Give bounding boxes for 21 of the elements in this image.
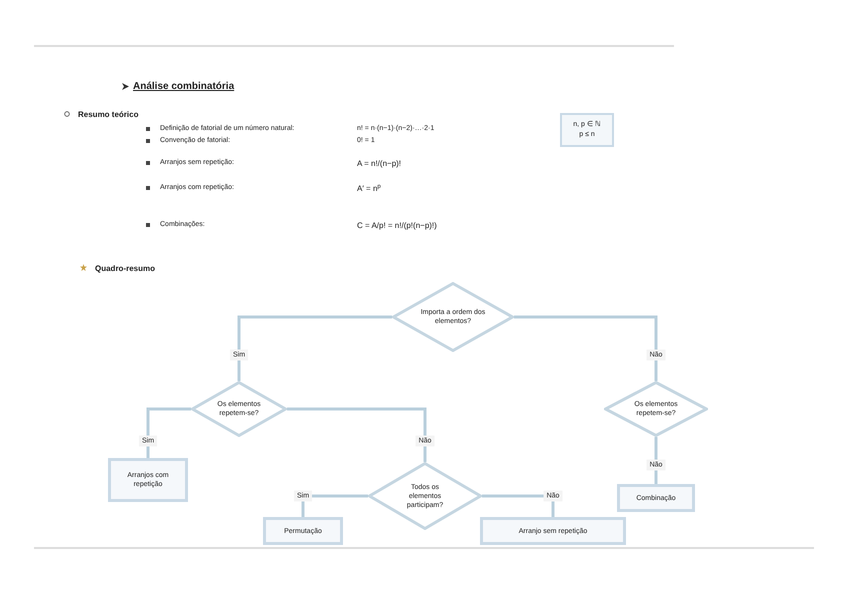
connector xyxy=(482,494,554,517)
decision-diamond xyxy=(604,381,708,437)
process-box xyxy=(617,484,695,512)
process-box xyxy=(480,517,626,545)
decision-diamond xyxy=(392,282,514,352)
section-title: Análise combinatória xyxy=(133,80,234,94)
subheading: Quadro-resumo xyxy=(95,263,156,275)
connector xyxy=(514,316,658,381)
formula: C = A/p! = n!/(p!(n−p)!) xyxy=(357,220,437,232)
connector xyxy=(287,408,426,462)
connector xyxy=(654,437,658,484)
connector xyxy=(238,316,392,381)
subheading: Resumo teórico xyxy=(78,109,138,121)
decision-diamond xyxy=(191,381,287,437)
connector xyxy=(146,408,191,458)
process-box xyxy=(263,517,343,545)
formula: A = n!/(n−p)! xyxy=(357,158,402,170)
process-box xyxy=(108,458,188,502)
decision-diamond xyxy=(368,462,482,530)
connector xyxy=(302,494,368,517)
formula: A′ = n$^{p}$ xyxy=(357,183,381,195)
